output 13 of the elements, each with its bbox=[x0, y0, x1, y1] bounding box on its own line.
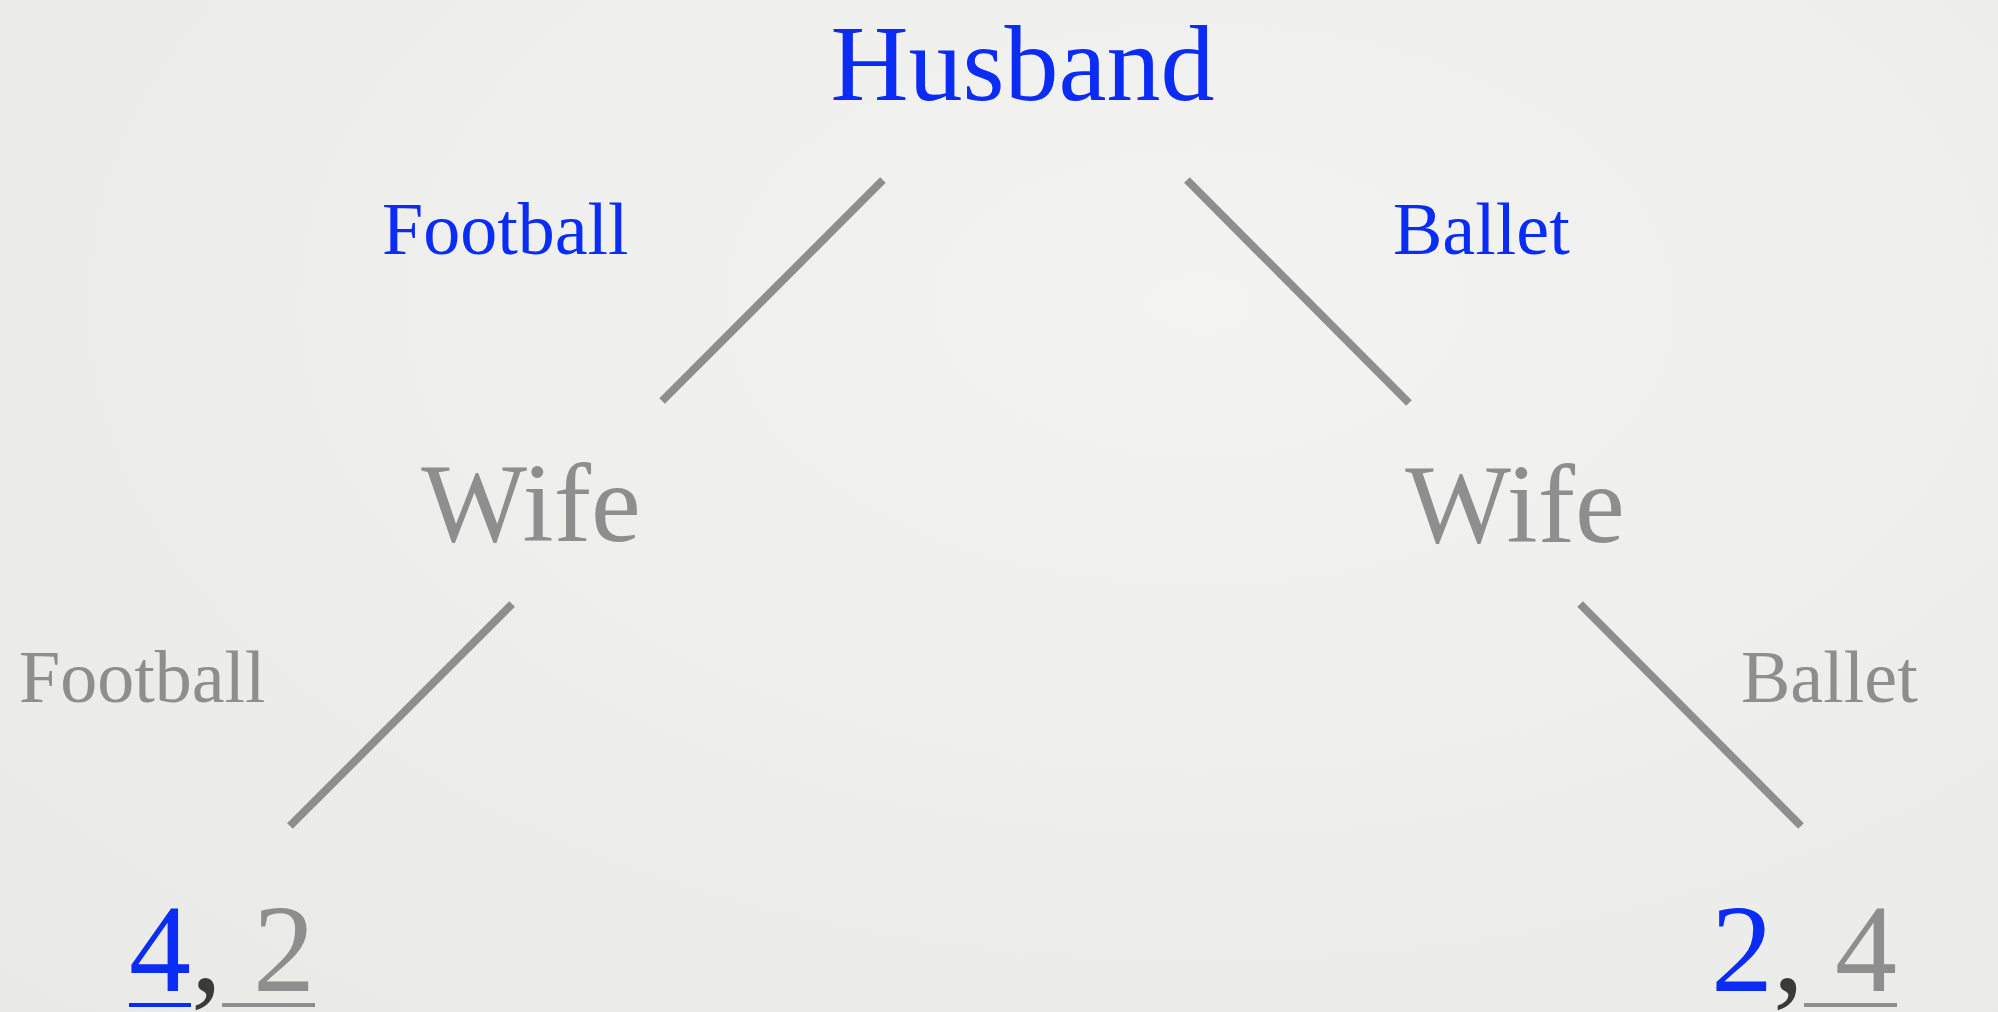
player-label: Husband bbox=[830, 10, 1215, 118]
branch-line bbox=[1184, 177, 1412, 406]
branch-line bbox=[1577, 601, 1804, 829]
payoff-text: 2, 4 bbox=[1711, 888, 1897, 1012]
player-label: Wife bbox=[421, 446, 641, 559]
branch-line bbox=[287, 601, 515, 829]
edge-label: Ballet bbox=[1741, 640, 1918, 714]
player-label: Wife bbox=[1405, 447, 1625, 560]
branch-line bbox=[659, 177, 886, 404]
edge-label: Ballet bbox=[1393, 192, 1570, 266]
payoff-text: 4, 2 bbox=[129, 888, 315, 1012]
edge-label: Football bbox=[382, 192, 629, 266]
edge-label: Football bbox=[19, 640, 266, 714]
